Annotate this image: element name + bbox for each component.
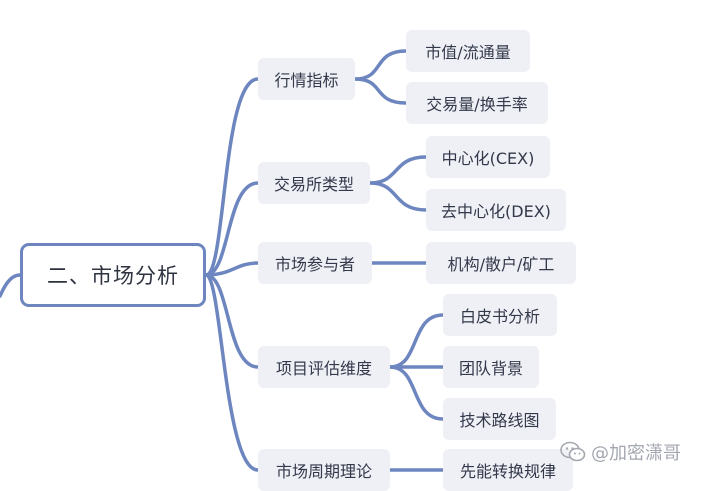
leaf-label: 机构/散户/矿工 xyxy=(447,255,555,274)
branch-node-project-evaluation[interactable]: 项目评估维度 xyxy=(258,346,390,388)
branch-label: 市场周期理论 xyxy=(275,462,372,481)
leaf-label: 团队背景 xyxy=(458,359,523,378)
leaf-label: 交易量/换手率 xyxy=(426,95,528,114)
leaf-node-trading-volume[interactable]: 交易量/换手率 xyxy=(406,82,548,124)
leaf-label: 去中心化(DEX) xyxy=(441,202,551,221)
leaf-node-roadmap[interactable]: 技术路线图 xyxy=(443,398,556,440)
leaf-node-market-cap[interactable]: 市值/流通量 xyxy=(406,30,530,72)
branch-label: 行情指标 xyxy=(274,71,339,90)
branch-node-market-indicators[interactable]: 行情指标 xyxy=(258,58,355,100)
branch-node-market-cycle[interactable]: 市场周期理论 xyxy=(258,449,390,491)
leaf-label: 白皮书分析 xyxy=(459,307,540,326)
leaf-node-team-background[interactable]: 团队背景 xyxy=(443,346,539,388)
leaf-node-dex[interactable]: 去中心化(DEX) xyxy=(426,189,566,231)
root-node[interactable]: 二、市场分析 xyxy=(20,243,206,307)
branch-label: 项目评估维度 xyxy=(275,359,372,378)
root-label: 二、市场分析 xyxy=(47,264,179,288)
leaf-label: 中心化(CEX) xyxy=(441,149,535,168)
leaf-label: 技术路线图 xyxy=(459,411,540,430)
leaf-label: 市值/流通量 xyxy=(425,43,511,62)
connector-lines xyxy=(0,49,445,472)
leaf-node-cycle-rule[interactable]: 先能转换规律 xyxy=(443,449,573,491)
branch-node-market-participants[interactable]: 市场参与者 xyxy=(258,242,372,284)
leaf-node-cex[interactable]: 中心化(CEX) xyxy=(426,136,550,178)
leaf-label: 先能转换规律 xyxy=(459,462,556,481)
watermark: @加密潇哥 xyxy=(560,436,681,468)
branch-node-exchange-types[interactable]: 交易所类型 xyxy=(258,162,370,204)
wechat-logo-icon xyxy=(560,441,586,463)
leaf-node-participants-list[interactable]: 机构/散户/矿工 xyxy=(426,242,576,284)
branch-label: 市场参与者 xyxy=(274,255,355,274)
leaf-node-whitepaper[interactable]: 白皮书分析 xyxy=(443,294,557,336)
branch-label: 交易所类型 xyxy=(273,175,354,194)
watermark-text: @加密潇哥 xyxy=(591,443,681,464)
